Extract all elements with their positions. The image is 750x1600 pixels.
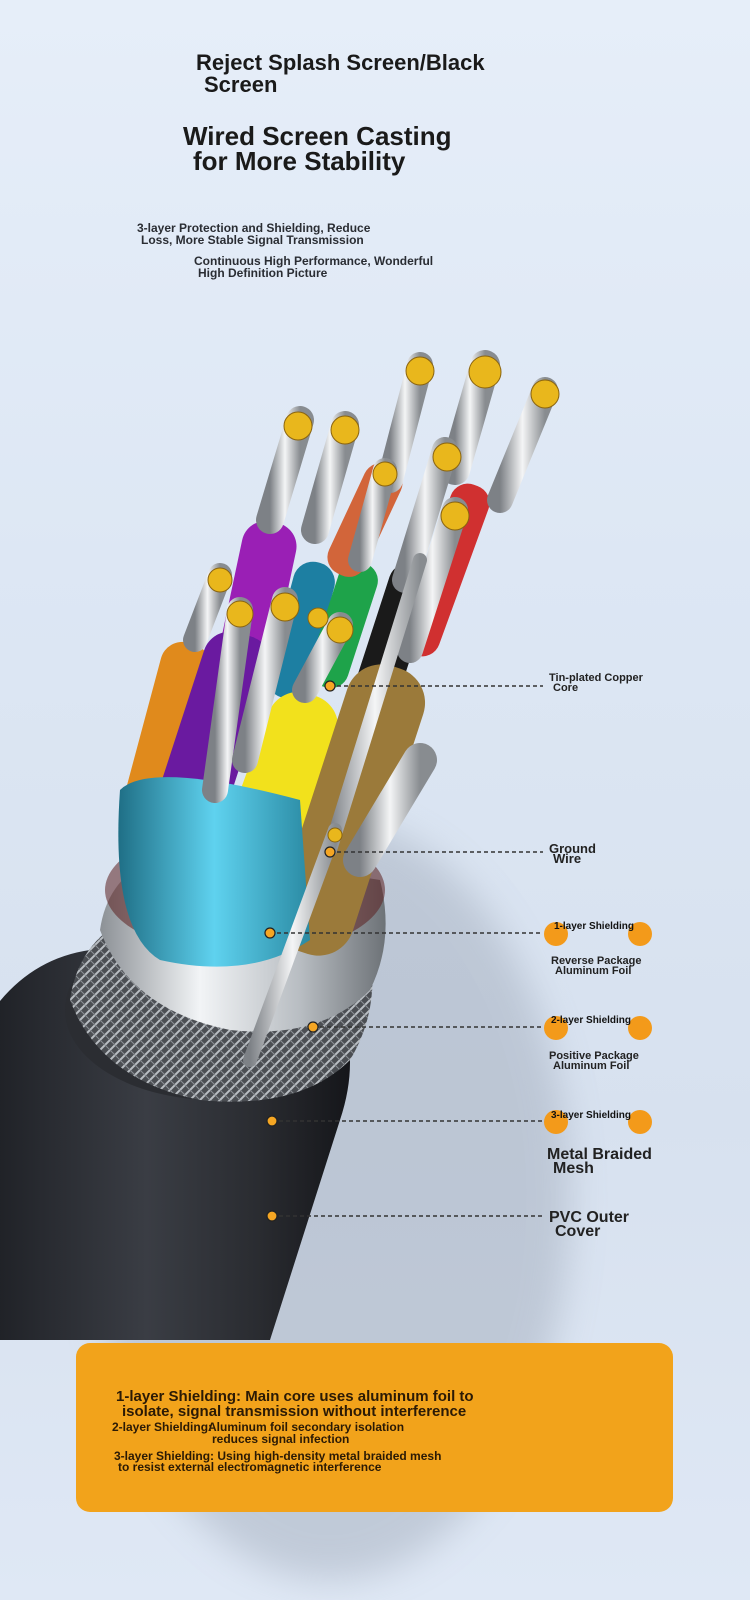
- subheading-protection-line1: 3-layer Protection and Shielding, Reduce: [137, 221, 371, 235]
- label-ground-line2: Wire: [553, 851, 582, 866]
- label-pvc-line2: Cover: [555, 1223, 601, 1240]
- label-pvc-outer-cover: PVC Outer Cover: [549, 1209, 630, 1240]
- label-mesh-line1: Metal Braided: [547, 1146, 652, 1163]
- subheading-protection: 3-layer Protection and Shielding, Reduce…: [137, 222, 437, 246]
- subheading-performance: Continuous High Performance, Wonderful H…: [194, 255, 494, 279]
- badge-3-layer-shielding: 3-layer Shielding: [551, 1110, 632, 1121]
- label-reverse-package: Reverse Package Aluminum Foil: [551, 955, 642, 977]
- label-mesh-line2: Mesh: [553, 1160, 594, 1177]
- headline-reject-splash: Reject Splash Screen/Black Screen: [196, 52, 556, 96]
- headline-line1: Reject Splash Screen/Black: [196, 50, 485, 75]
- summary-layer3-line1: 3-layer Shielding: Using high-density me…: [114, 1449, 442, 1463]
- summary-layer2-line1: Aluminum foil secondary isolation: [208, 1420, 405, 1434]
- subheading-performance-line2: High Definition Picture: [198, 266, 328, 280]
- summary-layer3-line2: to resist external electromagnetic inter…: [118, 1460, 382, 1474]
- label-reverse-line1: Reverse Package: [551, 955, 642, 967]
- label-positive-line2: Aluminum Foil: [553, 1060, 630, 1072]
- summary-layer2-label: 2-layer Shielding:: [112, 1420, 213, 1434]
- summary-layer1-line2: isolate, signal transmission without int…: [122, 1403, 467, 1420]
- headline-line2-cont: for More Stability: [193, 146, 406, 176]
- summary-layer1: 1-layer Shielding: Main core uses alumin…: [116, 1389, 616, 1419]
- label-positive-line1: Positive Package: [549, 1050, 639, 1062]
- headline-line1-cont: Screen: [204, 72, 278, 97]
- label-copper-line2: Core: [553, 682, 579, 694]
- label-copper-line1: Tin-plated Copper: [549, 672, 643, 684]
- summary-layer2: Aluminum foil secondary isolation reduce…: [208, 1421, 404, 1445]
- summary-layer3: 3-layer Shielding: Using high-density me…: [114, 1449, 614, 1474]
- label-positive-package: Positive Package Aluminum Foil: [549, 1050, 639, 1072]
- label-ground-line1: Ground: [549, 841, 596, 856]
- summary-layer1-line1: 1-layer Shielding: Main core uses alumin…: [116, 1388, 474, 1405]
- headline-line2: Wired Screen Casting: [183, 121, 452, 151]
- label-reverse-line2: Aluminum Foil: [555, 965, 632, 977]
- summary-layer2-line2: reduces signal infection: [212, 1432, 350, 1446]
- label-metal-braided-mesh: Metal Braided Mesh: [547, 1146, 652, 1177]
- badge-2-layer-shielding: 2-layer Shielding: [551, 1015, 632, 1026]
- headline-wired-casting: Wired Screen Casting for More Stability: [183, 121, 543, 176]
- shielding-summary-box: 1-layer Shielding: Main core uses alumin…: [76, 1343, 673, 1512]
- badge-1-layer-shielding: 1-layer Shielding: [554, 921, 635, 932]
- subheading-performance-line1: Continuous High Performance, Wonderful: [194, 254, 434, 268]
- label-tin-plated-copper: Tin-plated Copper Core: [549, 672, 643, 694]
- label-ground-wire: Ground Wire: [549, 841, 596, 866]
- label-pvc-line1: PVC Outer: [549, 1209, 630, 1226]
- subheading-protection-line2: Loss, More Stable Signal Transmission: [141, 233, 364, 247]
